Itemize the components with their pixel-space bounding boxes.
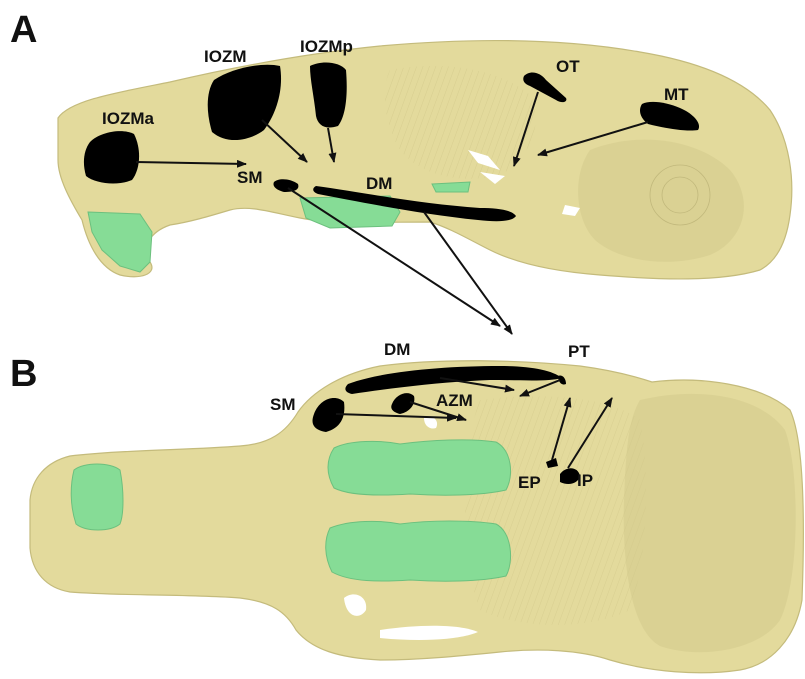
ventral-texture <box>465 396 646 625</box>
braincase-ventral-shade <box>624 394 796 652</box>
molar-row-lower-ventral <box>326 521 511 581</box>
incisors-ventral <box>71 464 123 530</box>
label-iozm: IOZM <box>204 47 247 66</box>
molar-row-upper-ventral <box>328 440 511 495</box>
molar-small-lateral <box>432 182 470 192</box>
label-azm: AZM <box>436 391 473 410</box>
incisor-lateral <box>88 212 152 272</box>
label-sm-a: SM <box>237 168 263 187</box>
label-iozma: IOZMa <box>102 109 154 128</box>
panel-letter-b: B <box>10 353 37 395</box>
label-mt: MT <box>664 85 689 104</box>
label-sm-b: SM <box>270 395 296 414</box>
label-ot: OT <box>556 57 580 76</box>
label-dm-a: DM <box>366 174 392 193</box>
label-dm-b: DM <box>384 340 410 359</box>
label-pt: PT <box>568 342 590 361</box>
panel-letter-a: A <box>10 9 37 51</box>
panel-a: A IOZMa IOZM IOZMp OT MT SM DM <box>10 9 792 334</box>
label-ip: IP <box>577 471 593 490</box>
label-ep: EP <box>518 473 541 492</box>
panel-b: B DM PT SM AZM EP IP <box>10 340 803 673</box>
label-iozmp: IOZMp <box>300 37 353 56</box>
